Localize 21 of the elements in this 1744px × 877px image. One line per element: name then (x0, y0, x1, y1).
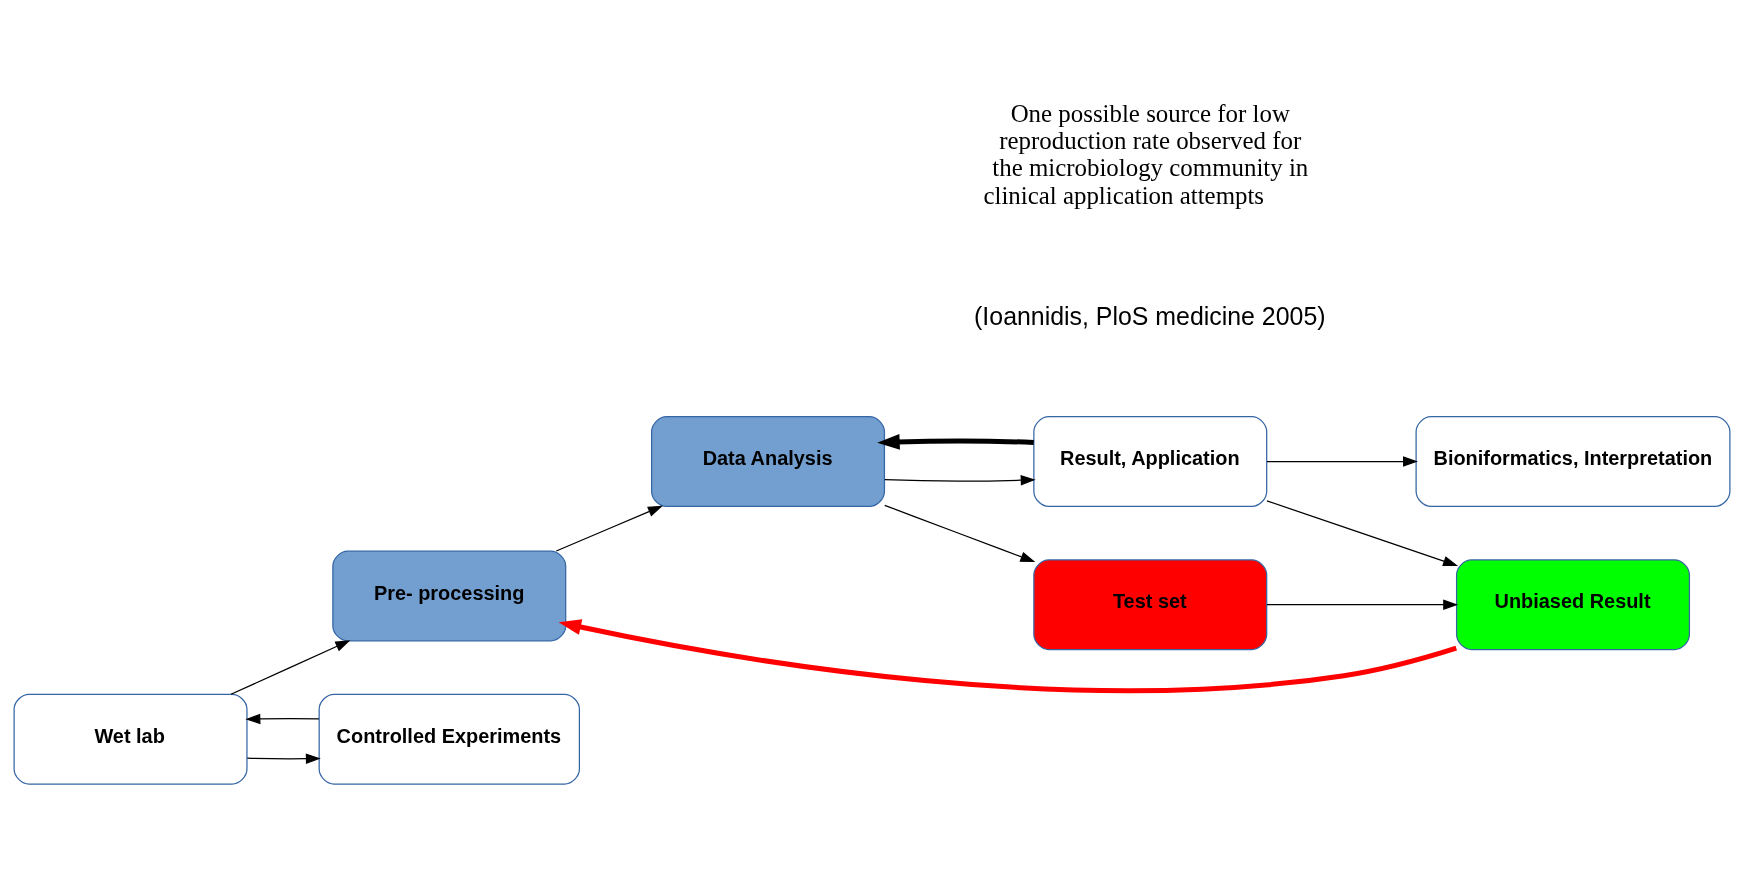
node-box: Controlled Experiments (318, 693, 581, 785)
arrow (1266, 500, 1459, 567)
arrow (555, 505, 663, 552)
node-box: Wet lab (13, 693, 248, 785)
arrow (884, 474, 1036, 486)
label: One possible source for low reproduction rate observed for the microbiology community in clinical application attempts (983, 99, 1309, 209)
node-box: Pre- processing (332, 550, 567, 642)
node-box: Result, Application (1033, 416, 1268, 507)
arrow (1266, 456, 1418, 467)
arrow (1266, 599, 1459, 610)
arrow (884, 504, 1036, 563)
label: (Ioannidis, PloS medicine 2005) (974, 301, 1326, 330)
node-box: Test set (1033, 559, 1268, 651)
arrow (246, 753, 321, 764)
arrow (877, 434, 1034, 450)
arrow (230, 640, 351, 695)
arrow (245, 713, 320, 725)
node-box: Data Analysis (651, 416, 886, 507)
arrow (558, 619, 1457, 694)
node-box: Bioniformatics, Interpretation (1415, 416, 1731, 507)
node-box: Unbiased Result (1455, 559, 1691, 651)
